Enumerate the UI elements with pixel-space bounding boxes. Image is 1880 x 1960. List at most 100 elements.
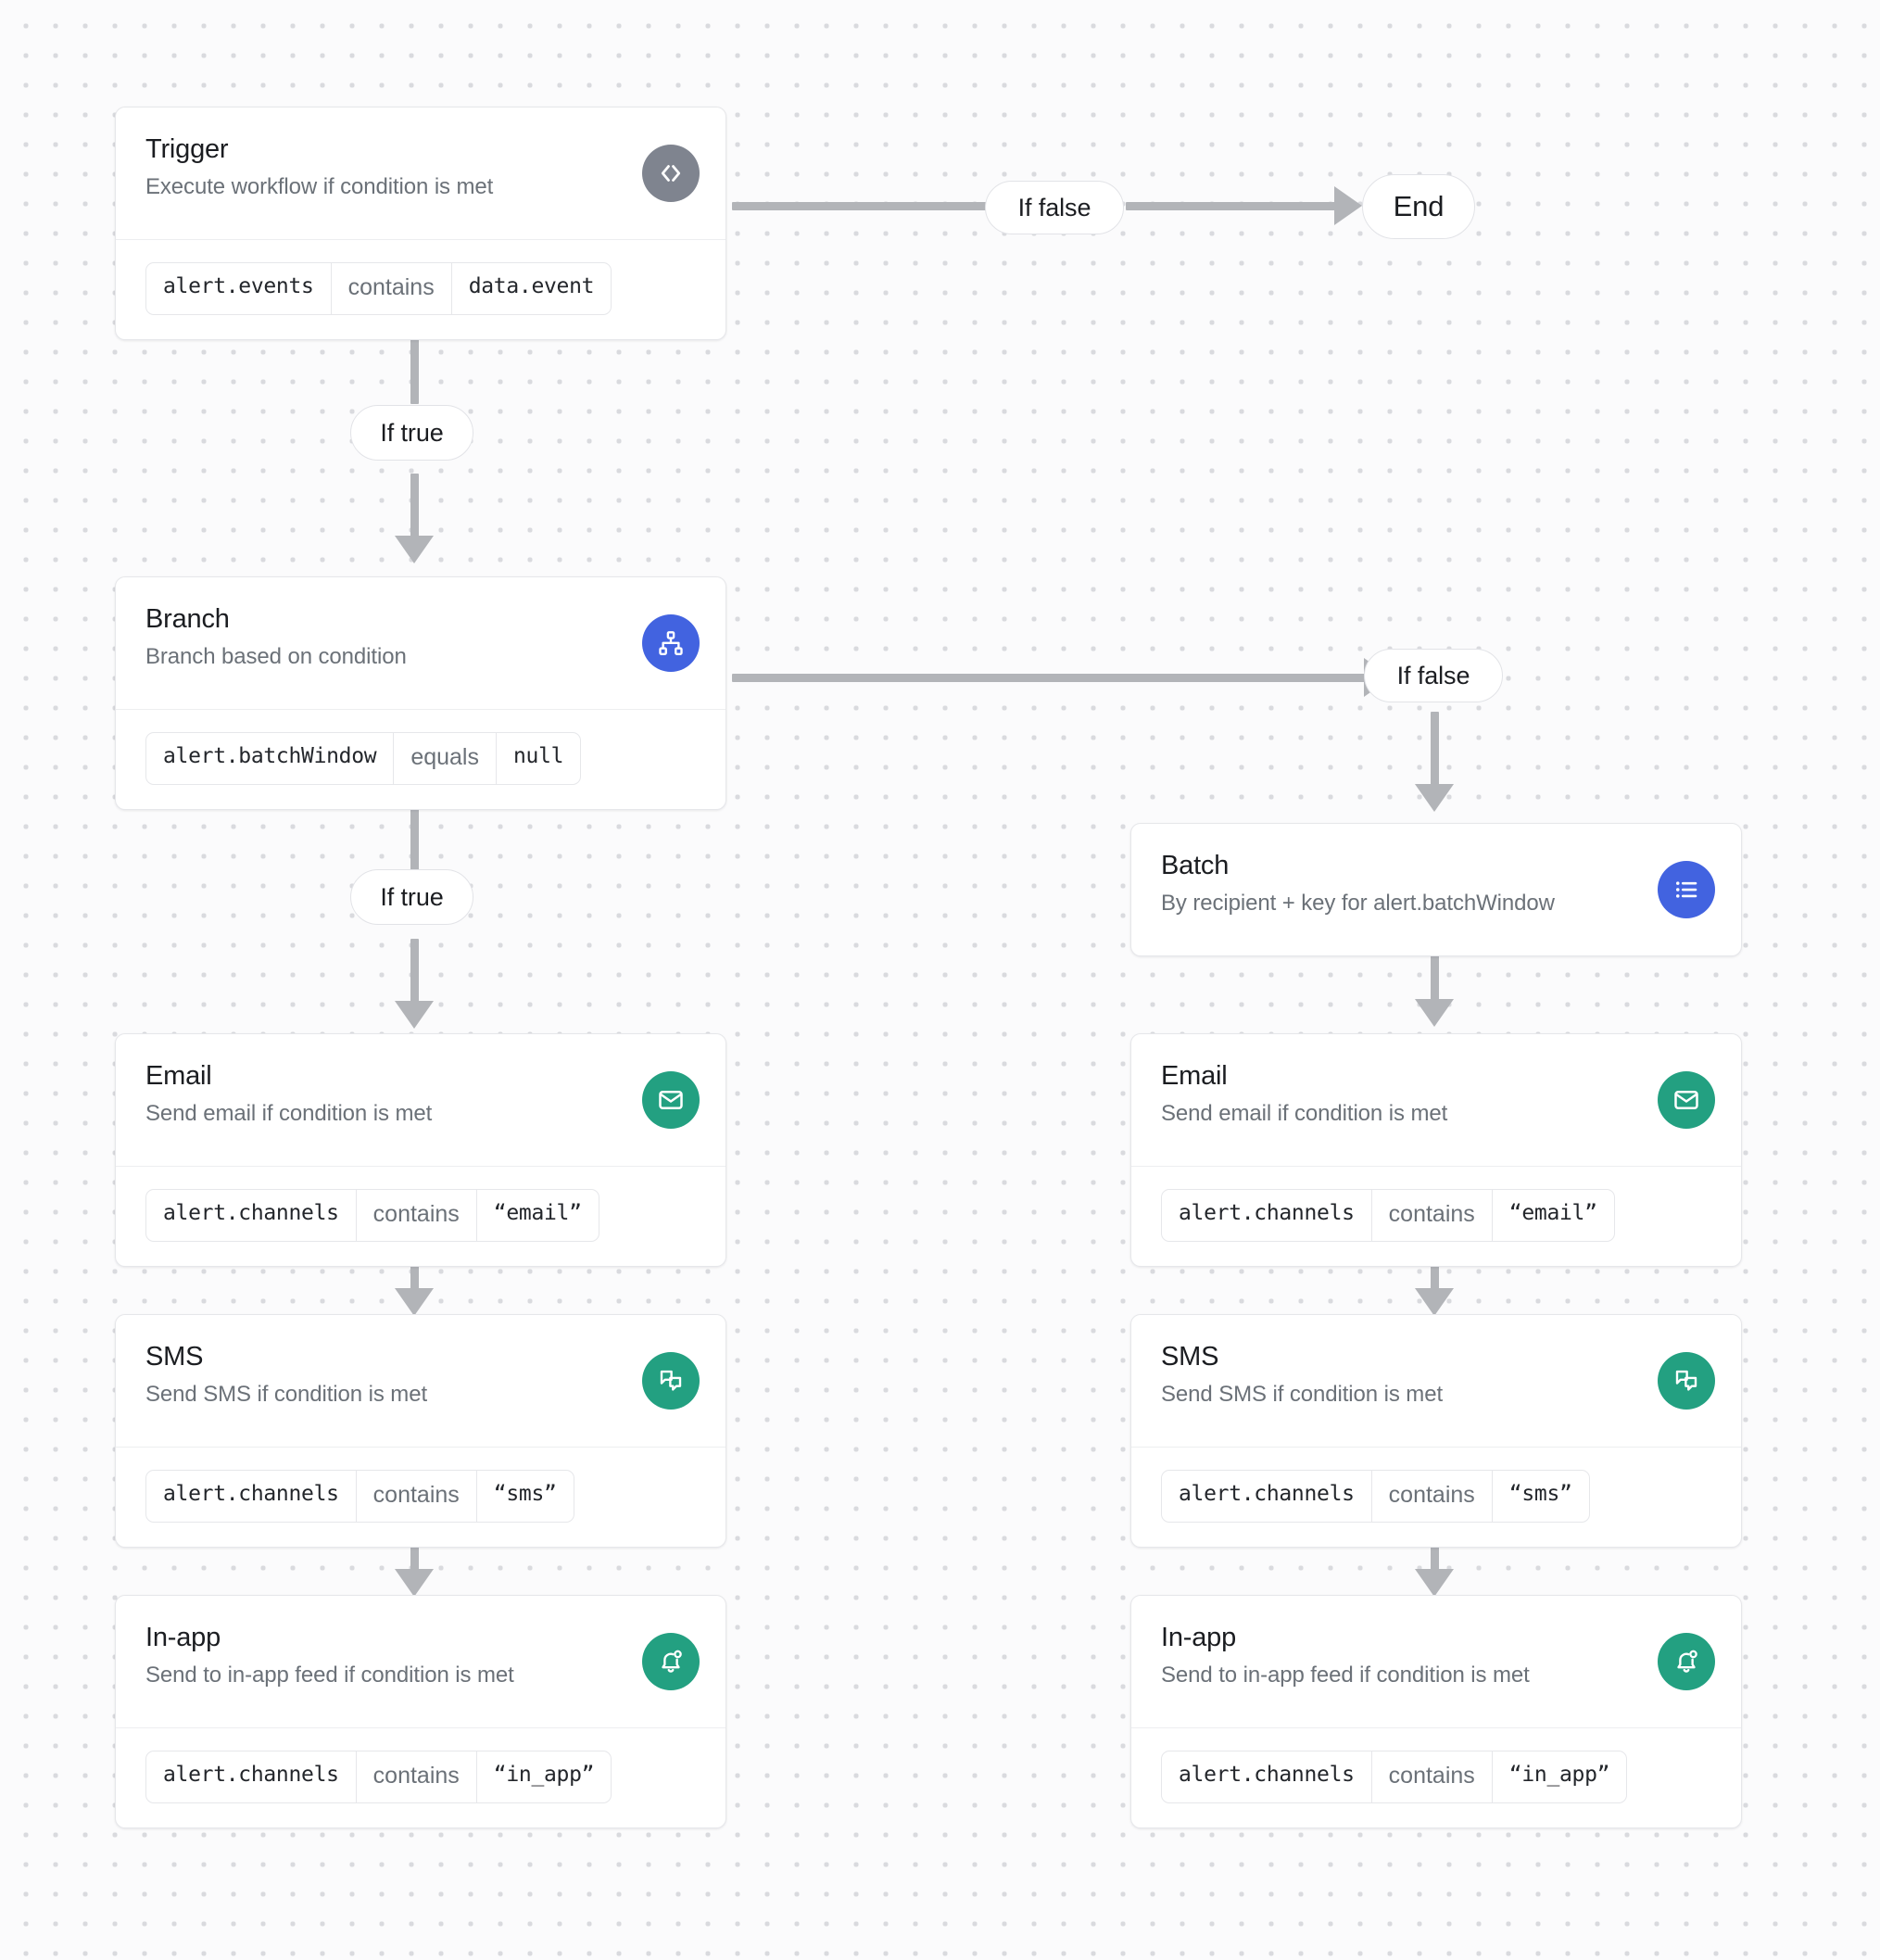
edge-sms-to-inapp-arrow-right [1415, 1569, 1454, 1597]
sitemap-icon [642, 614, 700, 672]
edge-label-branch-if-false[interactable]: If false [1364, 649, 1503, 702]
condition-operator: contains [355, 1751, 476, 1802]
edge-batch-to-email-arrow [1415, 999, 1454, 1027]
bell-dot-icon [1658, 1633, 1715, 1690]
node-sms-left[interactable]: SMS Send SMS if condition is met alert.c… [115, 1314, 726, 1548]
node-email-right[interactable]: Email Send email if condition is met ale… [1130, 1033, 1742, 1267]
edge-branch-to-iffalse-line [732, 674, 1371, 682]
node-inapp-right-header: In-app Send to in-app feed if condition … [1131, 1596, 1741, 1727]
condition-value: null [495, 733, 580, 784]
list-icon [1658, 861, 1715, 918]
node-title: Email [145, 1061, 212, 1091]
node-inapp-left[interactable]: In-app Send to in-app feed if condition … [115, 1595, 726, 1828]
node-sms-left-condition: alert.channels contains “sms” [116, 1447, 726, 1547]
node-inapp-left-header: In-app Send to in-app feed if condition … [116, 1596, 726, 1727]
edge-sms-to-inapp-arrow-left [395, 1569, 434, 1597]
condition-value: “sms” [475, 1471, 574, 1522]
edge-email-to-sms-arrow-left [395, 1288, 434, 1316]
condition-field: alert.channels [1179, 1763, 1355, 1788]
edge-label-text: If false [1017, 193, 1091, 221]
envelope-icon [1658, 1071, 1715, 1129]
node-title: Batch [1161, 851, 1230, 880]
node-sms-left-header: SMS Send SMS if condition is met [116, 1315, 726, 1447]
condition-field: alert.batchWindow [163, 744, 377, 769]
node-title: SMS [1161, 1342, 1219, 1372]
condition-field: alert.channels [1179, 1201, 1355, 1226]
edge-iftrue-to-branch-line [410, 474, 419, 540]
condition-field: alert.channels [163, 1482, 339, 1507]
chat-bubbles-icon [642, 1352, 700, 1410]
condition-chip-group[interactable]: alert.events contains data.event [145, 262, 612, 315]
condition-operator: contains [1370, 1751, 1492, 1802]
condition-chip-group[interactable]: alert.channels contains “email” [1161, 1189, 1615, 1242]
node-subtitle: Send to in-app feed if condition is met [1161, 1663, 1530, 1688]
condition-operator: equals [393, 733, 496, 784]
node-branch-header: Branch Branch based on condition [116, 577, 726, 709]
condition-chip-group[interactable]: alert.channels contains “email” [145, 1189, 599, 1242]
condition-value: data.event [450, 263, 611, 314]
condition-field: alert.channels [163, 1201, 339, 1226]
condition-value: “in_app” [1491, 1751, 1626, 1802]
node-subtitle: Branch based on condition [145, 644, 407, 670]
edge-label-trigger-if-true[interactable]: If true [350, 405, 473, 461]
condition-value: “sms” [1491, 1471, 1589, 1522]
edge-iffalse-to-batch-line [1431, 712, 1439, 788]
condition-chip-group[interactable]: alert.channels contains “in_app” [1161, 1751, 1628, 1803]
node-branch[interactable]: Branch Branch based on condition alert.b… [115, 576, 726, 810]
edge-iffalse-to-end-line [1126, 202, 1339, 210]
node-sms-right[interactable]: SMS Send SMS if condition is met alert.c… [1130, 1314, 1742, 1548]
end-label: End [1393, 190, 1445, 222]
edge-trigger-to-iffalse [732, 202, 991, 210]
node-subtitle: Send SMS if condition is met [145, 1382, 428, 1408]
edge-label-text: If false [1396, 661, 1470, 689]
condition-value: “email” [475, 1190, 599, 1241]
node-email-left[interactable]: Email Send email if condition is met ale… [115, 1033, 726, 1267]
condition-field: alert.channels [163, 1763, 339, 1788]
edge-iftrue-to-email-line [410, 939, 419, 1005]
condition-operator: contains [330, 263, 451, 314]
condition-chip-group[interactable]: alert.channels contains “sms” [145, 1470, 574, 1523]
node-branch-condition: alert.batchWindow equals null [116, 709, 726, 809]
edge-iftrue-to-email-arrow [395, 1001, 434, 1029]
bell-dot-icon [642, 1633, 700, 1690]
condition-chip-group[interactable]: alert.batchWindow equals null [145, 732, 582, 785]
node-inapp-right[interactable]: In-app Send to in-app feed if condition … [1130, 1595, 1742, 1828]
condition-field: alert.events [163, 274, 314, 299]
edge-email-to-sms-arrow-right [1415, 1288, 1454, 1316]
envelope-icon [642, 1071, 700, 1129]
node-title: Branch [145, 604, 230, 634]
node-title: Trigger [145, 134, 229, 164]
edge-label-trigger-if-false[interactable]: If false [985, 181, 1124, 234]
edge-trigger-to-iftrue-line [410, 311, 419, 404]
edge-branch-to-iftrue-line [410, 781, 419, 874]
node-inapp-left-condition: alert.channels contains “in_app” [116, 1727, 726, 1827]
node-email-left-condition: alert.channels contains “email” [116, 1166, 726, 1266]
edge-label-branch-if-true[interactable]: If true [350, 869, 473, 925]
condition-value: “in_app” [475, 1751, 611, 1802]
node-subtitle: Send SMS if condition is met [1161, 1382, 1444, 1408]
node-title: SMS [145, 1342, 204, 1372]
node-title: In-app [1161, 1623, 1237, 1652]
node-subtitle: Send email if condition is met [1161, 1101, 1448, 1127]
condition-value: “email” [1491, 1190, 1614, 1241]
condition-chip-group[interactable]: alert.channels contains “sms” [1161, 1470, 1590, 1523]
node-subtitle: By recipient + key for alert.batchWindow [1161, 891, 1555, 917]
node-title: In-app [145, 1623, 221, 1652]
edge-label-text: If true [380, 418, 444, 447]
condition-chip-group[interactable]: alert.channels contains “in_app” [145, 1751, 612, 1803]
node-end[interactable]: End [1362, 174, 1475, 239]
node-trigger-header: Trigger Execute workflow if condition is… [116, 107, 726, 239]
node-batch[interactable]: Batch By recipient + key for alert.batch… [1130, 823, 1742, 956]
edge-iftrue-to-branch-arrow [395, 536, 434, 563]
edge-iffalse-to-end-arrow [1334, 186, 1362, 225]
node-subtitle: Send email if condition is met [145, 1101, 433, 1127]
node-title: Email [1161, 1061, 1228, 1091]
node-email-right-condition: alert.channels contains “email” [1131, 1166, 1741, 1266]
node-trigger[interactable]: Trigger Execute workflow if condition is… [115, 107, 726, 340]
edge-label-text: If true [380, 882, 444, 911]
condition-operator: contains [1370, 1190, 1492, 1241]
code-brackets-icon [642, 145, 700, 202]
node-email-right-header: Email Send email if condition is met [1131, 1034, 1741, 1166]
node-email-left-header: Email Send email if condition is met [116, 1034, 726, 1166]
